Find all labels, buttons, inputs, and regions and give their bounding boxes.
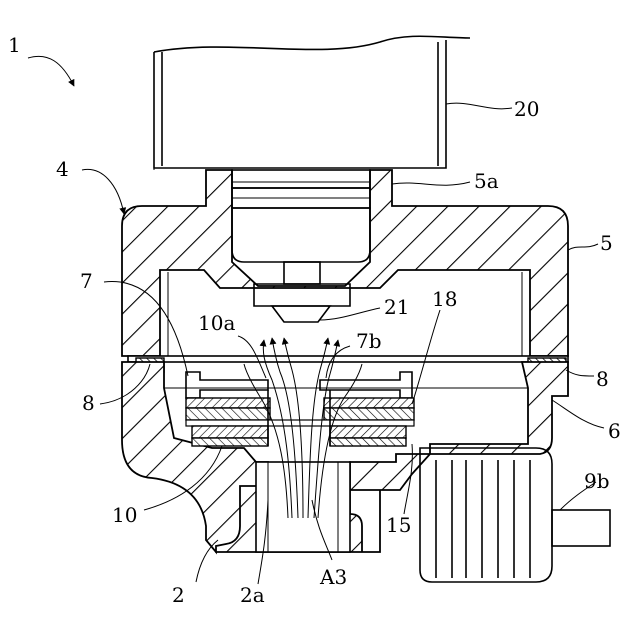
label-lower-case: 6 [608,419,621,443]
label-housing: 4 [56,157,69,181]
label-flow: A3 [319,565,347,589]
label-element-face: 10a [198,311,235,335]
label-plate: 18 [432,287,457,311]
seal-band [128,356,568,372]
label-device: 20 [514,97,539,121]
label-inlet: 2a [240,583,265,607]
connector-housing [420,448,610,582]
label-outlet: 7b [356,329,382,353]
label-inner-wall: 7 [80,269,93,293]
device-stem [232,170,370,322]
label-element: 10 [112,503,137,527]
device-body [154,36,470,170]
label-seal-left: 8 [82,391,95,415]
element-stack [164,372,528,446]
label-device-tip: 21 [384,295,409,319]
label-seal-right: 8 [596,367,609,391]
label-upper-opening: 5a [474,169,499,193]
label-upper-case: 5 [600,231,613,255]
label-assembly: 1 [8,33,21,57]
label-connector: 9b [584,469,610,493]
label-gasket: 15 [386,513,411,537]
label-nozzle: 2 [172,583,185,607]
